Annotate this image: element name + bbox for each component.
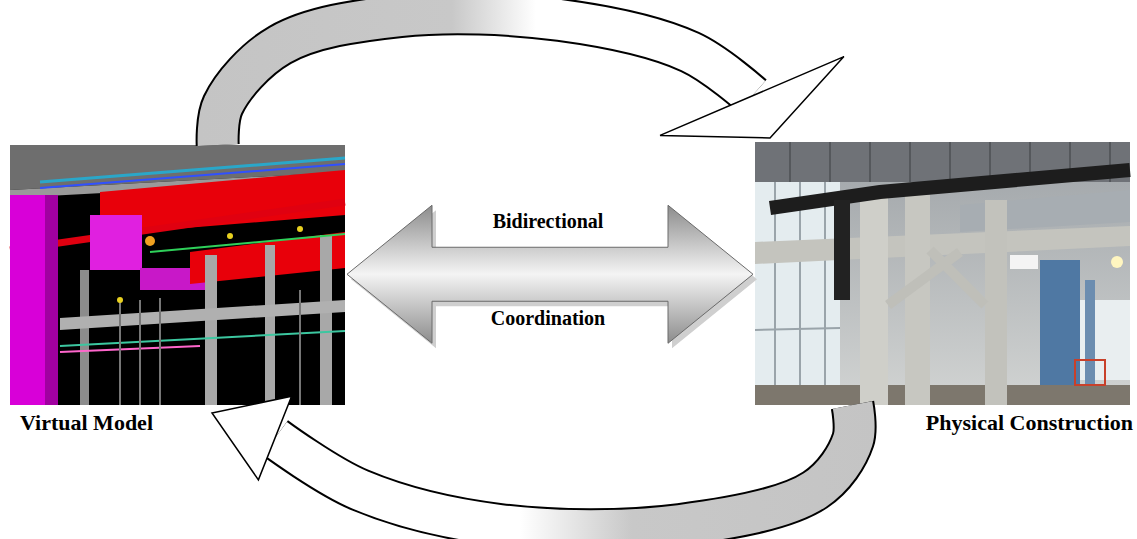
window-mullion bbox=[799, 182, 801, 405]
hanger-rod bbox=[139, 300, 141, 405]
pipe-fitting bbox=[145, 236, 155, 246]
arrow-band bbox=[218, 13, 752, 145]
bim-model-render bbox=[10, 145, 345, 405]
hanger-rod bbox=[299, 290, 301, 405]
floor bbox=[755, 385, 1130, 405]
hanger-rod bbox=[159, 298, 161, 405]
concrete-brace bbox=[888, 252, 960, 305]
image-panel: Physical Construction bbox=[755, 142, 1130, 405]
window-transom bbox=[755, 328, 840, 330]
window-wall bbox=[755, 182, 840, 405]
hanger-rod bbox=[119, 300, 121, 405]
arrow-caption: Coordination bbox=[491, 307, 605, 330]
flow-arrow bbox=[347, 205, 757, 348]
blue-wall bbox=[1085, 280, 1095, 385]
scissor-lift bbox=[1075, 360, 1105, 385]
flow-arrow bbox=[218, 13, 844, 145]
deck-rib bbox=[909, 142, 911, 182]
grey-beam bbox=[60, 300, 345, 330]
concrete-column bbox=[860, 190, 888, 405]
concrete-brace bbox=[930, 250, 985, 305]
concrete-column bbox=[905, 195, 930, 405]
window-mullion bbox=[774, 182, 776, 405]
deck-rib bbox=[949, 142, 951, 182]
sprinkler bbox=[117, 297, 123, 303]
magenta-box bbox=[90, 215, 142, 270]
panel-caption: Physical Construction bbox=[926, 410, 1133, 435]
site-photo bbox=[755, 142, 1130, 405]
grey-column bbox=[205, 255, 217, 405]
deck-rib bbox=[869, 142, 871, 182]
arrow-label: Bidirectional bbox=[493, 210, 604, 233]
arrow-outline bbox=[218, 13, 752, 145]
deck-rib bbox=[789, 142, 791, 182]
sprinkler bbox=[297, 226, 303, 232]
concrete-column bbox=[985, 200, 1007, 405]
green-pipe bbox=[60, 331, 345, 346]
work-lamp bbox=[1111, 256, 1123, 268]
double-arrow bbox=[347, 205, 753, 343]
arrow-band bbox=[275, 405, 855, 530]
grey-column bbox=[265, 245, 275, 405]
grey-column bbox=[320, 235, 332, 405]
pink-pipe bbox=[60, 346, 200, 352]
magenta-column-side bbox=[45, 195, 58, 405]
window-wall bbox=[1075, 300, 1130, 380]
green-pipe bbox=[150, 234, 345, 252]
hanging-box bbox=[1010, 255, 1038, 269]
flow-arrow bbox=[212, 396, 855, 530]
magenta-column bbox=[10, 195, 58, 405]
window-mullion bbox=[824, 182, 826, 405]
image-panel: Virtual Model bbox=[10, 145, 345, 405]
arrow-outline bbox=[275, 405, 855, 530]
arrow-head bbox=[212, 396, 292, 480]
photo-background bbox=[755, 142, 1130, 405]
round-duct-drop bbox=[834, 200, 850, 300]
sprinkler bbox=[227, 233, 233, 239]
arrow-head bbox=[660, 57, 844, 138]
deck-rib bbox=[829, 142, 831, 182]
panel-caption: Virtual Model bbox=[20, 410, 153, 435]
render-background bbox=[10, 145, 345, 405]
round-duct bbox=[770, 170, 1130, 208]
grey-column bbox=[80, 270, 89, 405]
